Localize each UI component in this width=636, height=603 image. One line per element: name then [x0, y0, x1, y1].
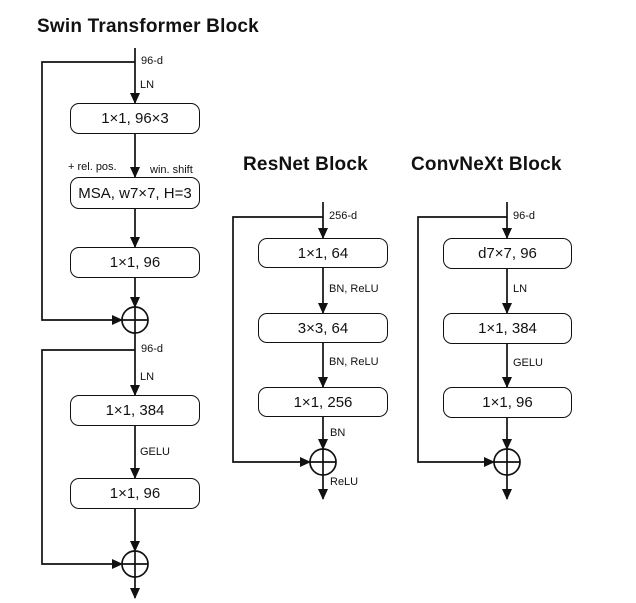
swin-residual-1-line: [41, 61, 135, 325]
resnet-relu-label: ReLU: [330, 476, 359, 488]
resnet-bn-relu-2-label: BN, ReLU: [329, 356, 379, 368]
convnext-conv3-box: 1×1, 96: [443, 387, 572, 418]
swin-win-shift-label: win. shift: [150, 164, 193, 176]
swin-conv4-box: 1×1, 96: [70, 478, 200, 509]
convnext-conv1-box: d7×7, 96: [443, 238, 572, 269]
swin-add-operator-2-icon: [121, 550, 149, 578]
convnext-conv2-box: 1×1, 384: [443, 313, 572, 344]
convnext-wires: [417, 202, 521, 500]
convnext-residual-line: [417, 216, 507, 467]
resnet-bn-relu-1-label: BN, ReLU: [329, 283, 379, 295]
swin-conv1-box: 1×1, 96×3: [70, 103, 200, 134]
resnet-residual-line: [232, 216, 323, 467]
swin-ln2-label: LN: [140, 371, 155, 383]
swin-title: Swin Transformer Block: [37, 16, 259, 37]
swin-conv2-box: 1×1, 96: [70, 247, 200, 278]
convnext-gelu-label: GELU: [513, 357, 543, 369]
resnet-input-dim-label: 256-d: [329, 210, 358, 222]
convnext-ln-label: LN: [513, 283, 528, 295]
swin-rel-pos-label: + rel. pos.: [68, 161, 117, 173]
resnet-conv1-box: 1×1, 64: [258, 238, 388, 268]
swin-msa-box: MSA, w7×7, H=3: [70, 177, 200, 209]
resnet-bn-label: BN: [330, 427, 346, 439]
swin-input-dim-label: 96-d: [141, 55, 164, 67]
resnet-title: ResNet Block: [243, 154, 368, 175]
swin-conv3-box: 1×1, 384: [70, 395, 200, 426]
resnet-add-operator-icon: [309, 448, 337, 476]
swin-residual-2-line: [41, 349, 135, 569]
resnet-conv2-box: 3×3, 64: [258, 313, 388, 343]
swin-wires: [41, 48, 149, 599]
swin-add-operator-1-icon: [121, 306, 149, 334]
swin-mid-dim-label: 96-d: [141, 343, 164, 355]
convnext-input-dim-label: 96-d: [513, 210, 536, 222]
swin-gelu-label: GELU: [140, 446, 170, 458]
swin-ln1-label: LN: [140, 79, 155, 91]
convnext-title: ConvNeXt Block: [411, 154, 562, 175]
resnet-wires: [232, 202, 337, 500]
resnet-conv3-box: 1×1, 256: [258, 387, 388, 417]
convnext-add-operator-icon: [493, 448, 521, 476]
